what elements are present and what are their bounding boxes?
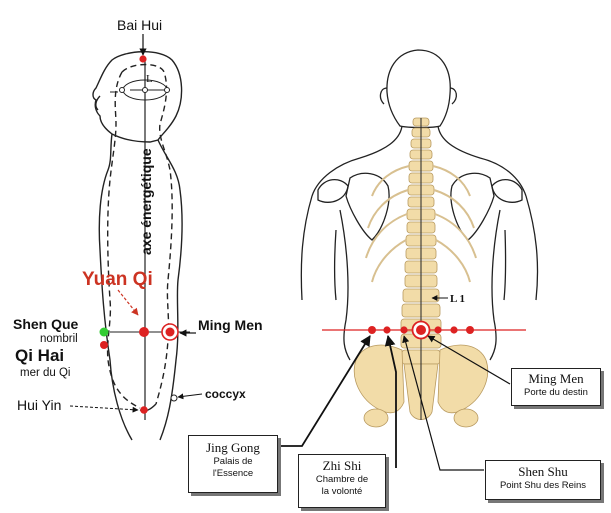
point-yuan-qi — [139, 327, 149, 337]
box-zhi-shi-title: Zhi Shi — [322, 458, 362, 473]
left-scapula — [345, 172, 390, 241]
leader-shen-shu — [402, 335, 484, 471]
leader-zhi-shi — [384, 334, 397, 468]
point-ming-men-left — [161, 323, 179, 341]
box-shen-shu: Shen Shu Point Shu des Reins — [485, 460, 601, 500]
right-scapula — [450, 172, 495, 241]
box-jing-gong-sub1: Palais de — [213, 456, 253, 467]
point-shen-shu-right — [434, 326, 442, 334]
point-zhi-shi-left — [383, 326, 391, 334]
point-shen-que — [99, 327, 109, 337]
box-shen-shu-title: Shen Shu — [518, 464, 568, 479]
label-qi-hai: Qi Hai — [15, 346, 64, 365]
label-axis-marker: L — [146, 73, 153, 85]
label-axe-energetique: axe énergétique — [138, 148, 154, 255]
box-zhi-shi-sub1: Chambre de — [315, 474, 369, 485]
left-body-figure — [92, 51, 183, 441]
label-hui-yin: Hui Yin — [17, 397, 61, 413]
label-ming-men-left: Ming Men — [198, 317, 263, 333]
leader-jing-gong — [280, 335, 371, 447]
label-qi-hai-sub: mer du Qi — [20, 367, 71, 379]
point-qi-hai — [100, 341, 108, 349]
point-bai-hui — [139, 55, 147, 63]
body-front — [98, 133, 133, 441]
point-shen-shu-left — [400, 326, 408, 334]
point-zhi-shi-right — [450, 326, 458, 334]
box-ming-men: Ming Men Porte du destin — [511, 368, 601, 406]
energy-channel-dashed — [121, 63, 173, 405]
box-jing-gong-title: Jing Gong — [206, 440, 260, 455]
box-shen-shu-sub: Point Shu des Reins — [499, 480, 587, 491]
point-ming-men-right — [411, 320, 431, 340]
leader-ming-men — [427, 335, 511, 385]
label-nombril: nombril — [40, 333, 78, 345]
label-yuan-qi: Yuan Qi — [82, 269, 153, 290]
back-head — [386, 49, 451, 129]
box-zhi-shi-sub2: la volonté — [321, 486, 363, 497]
body-back — [157, 139, 183, 441]
box-zhi-shi: Zhi Shi Chambre de la volonté — [298, 454, 386, 508]
box-ming-men-sub: Porte du destin — [524, 387, 588, 398]
box-ming-men-title: Ming Men — [528, 371, 584, 386]
box-jing-gong: Jing Gong Palais de l'Essence — [188, 435, 278, 493]
box-jing-gong-sub2: l'Essence — [212, 468, 254, 479]
head-outline — [92, 51, 183, 143]
point-jing-gong-left — [368, 326, 376, 334]
label-coccyx: coccyx — [205, 387, 246, 401]
label-bai-hui: Bai Hui — [117, 17, 162, 33]
point-jing-gong-right — [466, 326, 474, 334]
label-l1: L 1 — [450, 293, 465, 305]
right-back-figure — [300, 49, 539, 361]
label-shen-que: Shen Que — [13, 316, 79, 332]
point-hui-yin — [140, 406, 148, 414]
